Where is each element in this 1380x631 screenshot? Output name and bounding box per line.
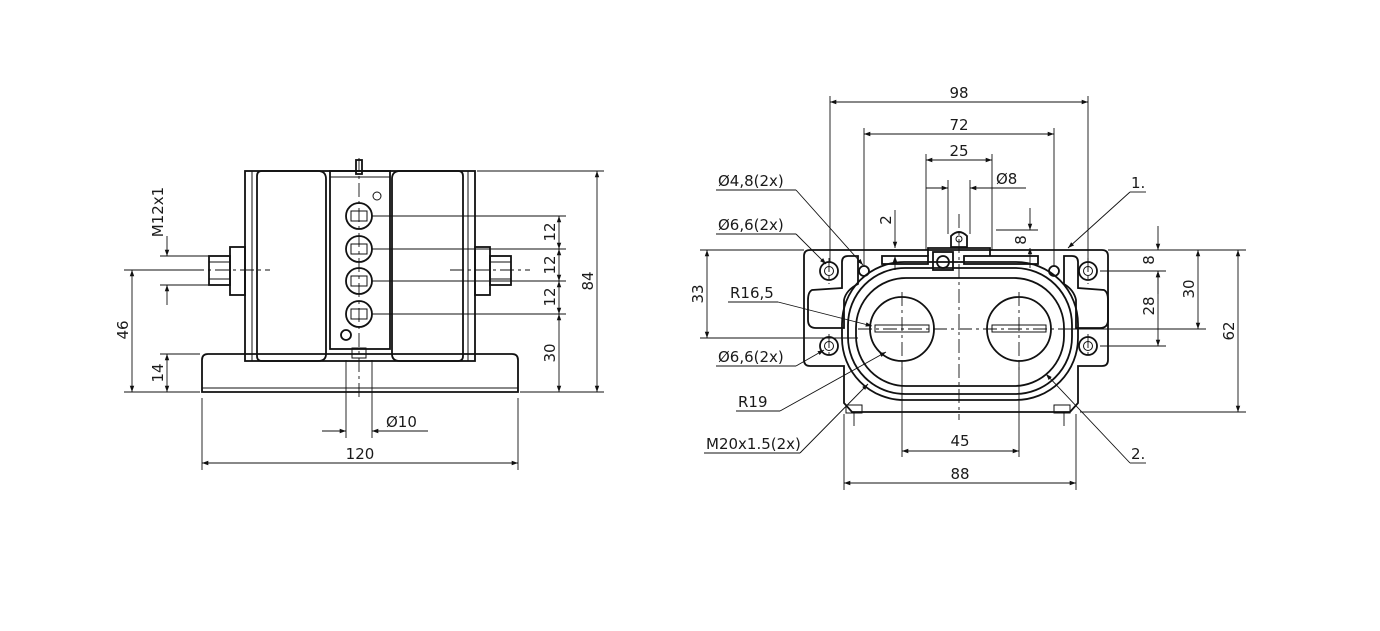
housing-oval-inner bbox=[855, 277, 1065, 387]
callout-r165: R16,5 bbox=[730, 284, 774, 302]
callout-hole-48: Ø4,8(2x) bbox=[718, 172, 784, 190]
dim-right-top-8: 8 bbox=[1140, 255, 1158, 265]
left-base-plate bbox=[201, 353, 519, 393]
right-shell bbox=[391, 170, 464, 362]
dim-gland-spacing: 45 bbox=[950, 432, 969, 450]
dim-slot: 25 bbox=[949, 142, 968, 160]
slot-right bbox=[963, 255, 1039, 265]
dim-base-width: 88 bbox=[950, 465, 969, 483]
callout-r19: R19 bbox=[738, 393, 768, 411]
right-plug bbox=[489, 255, 512, 286]
screw-stack bbox=[340, 191, 382, 341]
slot-left bbox=[881, 255, 929, 265]
right-plug-nut bbox=[474, 246, 491, 296]
dim-pitch-2: 12 bbox=[541, 255, 559, 274]
callout-hole-66-bottom: Ø6,6(2x) bbox=[718, 348, 784, 366]
dim-pitch-1: 12 bbox=[541, 222, 559, 241]
flange-outline bbox=[803, 249, 1109, 413]
left-plug-nut bbox=[229, 246, 246, 296]
left-view: 120 Ø10 46 14 M12x1 12 12 12 30 bbox=[114, 158, 604, 470]
right-view: 98 72 25 Ø8 2 8 Ø4,8(2x) Ø6,6(2x) R16,5 bbox=[689, 84, 1246, 490]
dim-lower-30: 30 bbox=[541, 343, 559, 362]
left-plug bbox=[208, 255, 231, 286]
item-marker-1: 1. bbox=[1131, 174, 1145, 192]
actuator-pin bbox=[950, 231, 968, 248]
callout-hole-66-top: Ø6,6(2x) bbox=[718, 216, 784, 234]
dim-left-total-height: 84 bbox=[579, 271, 597, 290]
dim-pin-height: 8 bbox=[1012, 235, 1030, 245]
dim-right-span-30: 30 bbox=[1180, 279, 1198, 298]
center-column bbox=[329, 170, 391, 350]
dim-hole-spacing: 72 bbox=[949, 116, 968, 134]
dim-left-height-33: 33 bbox=[689, 284, 707, 303]
item-marker-2: 2. bbox=[1131, 445, 1145, 463]
dim-pitch-3: 12 bbox=[541, 287, 559, 306]
right-bracket bbox=[1063, 255, 1109, 329]
dim-overall-width: 98 bbox=[949, 84, 968, 102]
dim-right-mid-28: 28 bbox=[1140, 296, 1158, 315]
left-shell bbox=[256, 170, 327, 362]
dim-left-width: 120 bbox=[346, 445, 375, 463]
housing-oval-outer bbox=[841, 261, 1079, 401]
dim-pin-diameter: Ø8 bbox=[996, 170, 1017, 188]
dim-left-axis-height: 46 bbox=[114, 320, 132, 339]
housing-oval-mid bbox=[847, 267, 1073, 395]
callout-gland-thread: M20x1.5(2x) bbox=[706, 435, 801, 453]
thread-label-m12: M12x1 bbox=[149, 187, 167, 237]
pin-circle bbox=[936, 255, 950, 269]
dim-left-base-height: 14 bbox=[149, 363, 167, 382]
dim-pin-offset: 2 bbox=[877, 215, 895, 225]
left-body-outline bbox=[244, 170, 476, 362]
small-hole bbox=[340, 329, 352, 341]
dim-right-total-62: 62 bbox=[1220, 321, 1238, 340]
dim-left-bore: Ø10 bbox=[386, 413, 417, 431]
